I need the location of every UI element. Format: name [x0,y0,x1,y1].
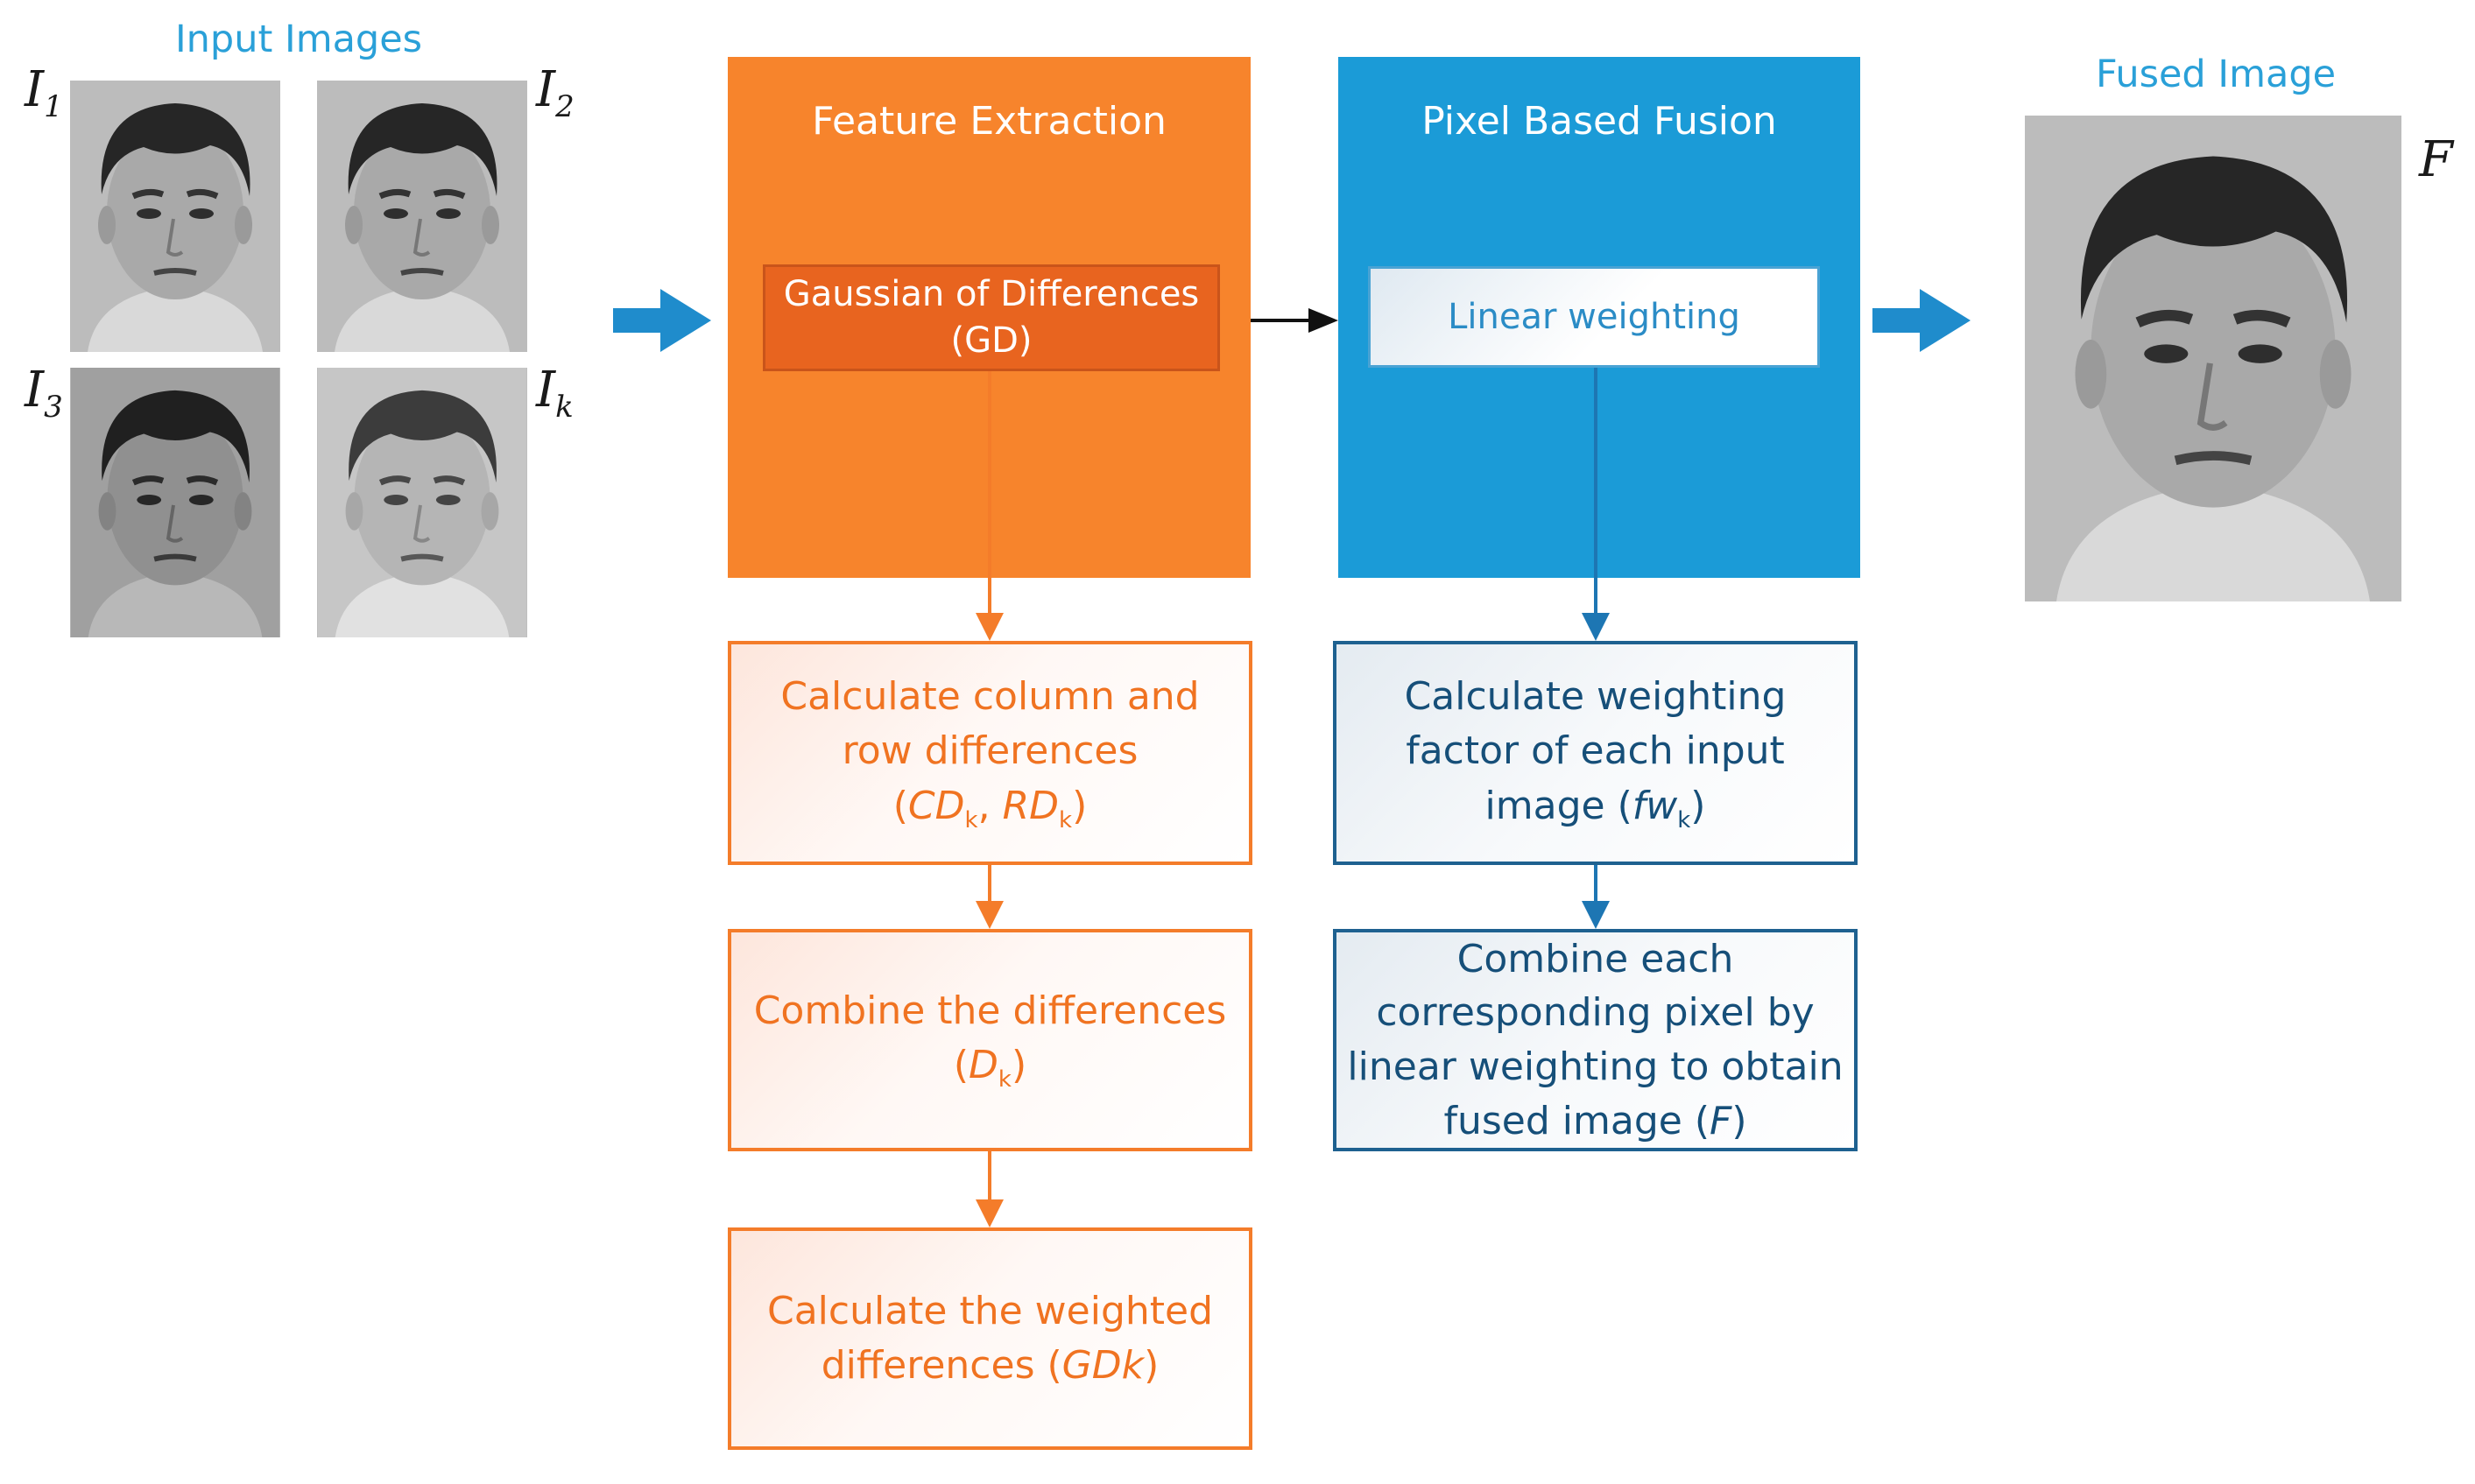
text-part: ) [1731,1098,1747,1143]
text-part: fused image ( [1443,1098,1710,1143]
input-label-2: I2 [536,61,575,124]
linear-to-weighting-arrow [1582,368,1610,641]
linear-weighting-label: Linear weighting [1448,296,1740,337]
gd-to-step1-arrow [976,371,1004,641]
step-text-line: Combine each [1456,936,1734,981]
text-part: ) [1690,783,1706,828]
step-combine-pixels: Combine each corresponding pixel by line… [1333,929,1858,1151]
step-text-line: row differences [842,728,1139,774]
input-label-k: Ik [536,362,574,425]
step-text-line: Combine the differences [753,988,1227,1033]
step-combine-differences: Combine the differences (Dk) [728,929,1252,1151]
gd-line-2: (GD) [950,320,1033,361]
input-images-title: Input Images [175,18,423,61]
step-text-line: corresponding pixel by [1376,990,1815,1036]
step-symbol-line: differences (GDk) [821,1339,1160,1393]
step-symbol-line: fused image (F) [1444,1094,1747,1149]
step-text-line: linear weighting to obtain [1347,1044,1844,1089]
step2-to-step3-arrow [976,1151,1004,1227]
step-text-line: factor of each input [1406,728,1785,774]
symbol-cd: CD [907,783,965,828]
symbol-d: D [969,1043,998,1088]
input-to-feature-arrow [613,289,711,352]
symbol-f: F [1710,1098,1732,1143]
step-weighting-factor: Calculate weighting factor of each input… [1333,641,1858,865]
pixel-based-fusion-title: Pixel Based Fusion [1421,99,1777,144]
input-image-2 [317,81,527,352]
pixel-based-fusion-block: Pixel Based Fusion Linear weighting [1338,57,1860,578]
symbol-rd: RD [1002,783,1060,828]
text-part: differences ( [821,1343,1062,1388]
input-image-3 [70,368,280,637]
fused-image-title: Fused Image [2095,53,2337,96]
symbol-fw: fw [1632,783,1678,828]
symbol-sub: k [1059,806,1073,833]
text-part: ) [1144,1343,1160,1388]
separator: , [977,783,1003,828]
fusion-to-output-arrow [1872,289,1971,352]
linear-weighting-box: Linear weighting [1368,266,1820,368]
step-weighted-differences: Calculate the weighted differences (GDk) [728,1227,1252,1450]
input-label-1: I1 [25,61,63,124]
step1-to-step2-arrow [976,865,1004,929]
step-symbol-line: (Dk) [953,1043,1027,1094]
input-image-1 [70,81,280,352]
step-symbol-line: (CDk, RDk) [892,783,1088,833]
input-image-k [317,368,527,637]
step-column-row-differences: Calculate column and row differences (CD… [728,641,1252,865]
step-symbol-line: image (fwk) [1485,779,1706,837]
step-text-line: Calculate weighting [1404,673,1787,719]
fused-label-F: F [2419,131,2453,188]
symbol-sub: k [1677,806,1691,833]
gaussian-of-differences-box: Gaussian of Differences (GD) [763,264,1220,371]
step-text-line: Calculate the weighted [766,1288,1214,1333]
input-label-3: I3 [25,362,63,425]
symbol-sub: k [998,1066,1012,1094]
weighting-to-combine-arrow [1582,865,1610,929]
step-text-line: Calculate column and [780,673,1200,719]
text-part: image ( [1484,783,1632,828]
feature-extraction-title: Feature Extraction [812,99,1167,144]
fused-image [2025,116,2401,601]
symbol-sub: k [964,806,978,833]
symbol-gdk: GDk [1061,1343,1145,1388]
feature-to-fusion-arrow [1251,308,1338,333]
gd-line-1: Gaussian of Differences [783,274,1200,315]
